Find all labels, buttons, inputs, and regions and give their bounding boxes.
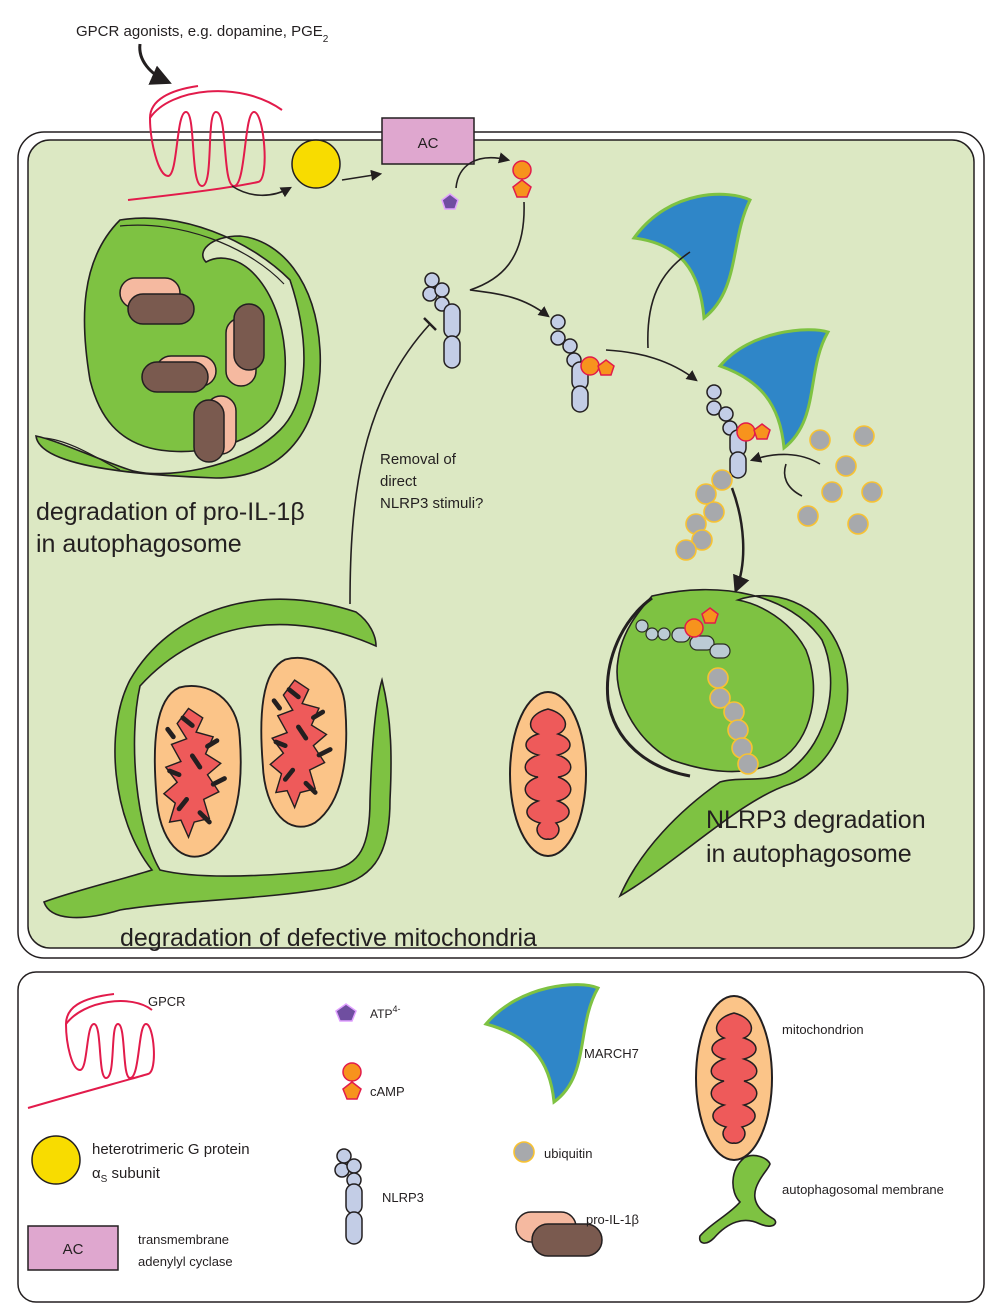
nlrp3-caption-2: in autophagosome [706, 840, 912, 868]
nlrp3-autophagosome [605, 588, 849, 898]
camp-to-nlrp3-arrow [469, 201, 550, 318]
pro-il1b-caption-1: degradation of pro-IL-1β [36, 498, 305, 526]
ubiquitin-degraded [707, 667, 759, 775]
camp-degraded [684, 607, 719, 638]
nlrp3-to-march7-arrow [605, 349, 698, 382]
legend-ac-icon [27, 1225, 119, 1271]
legend-g-protein-label-2: αS subunit [92, 1165, 161, 1185]
agonist-arrow [138, 43, 172, 85]
legend-ubiquitin-icon [513, 1141, 535, 1163]
legend-pro-il1b-icon [515, 1211, 603, 1257]
free-ubiquitin [797, 425, 883, 535]
adenylyl-cyclase [381, 117, 475, 165]
legend-autophagosomal-membrane-icon [698, 1154, 777, 1244]
mito-caption: degradation of defective mitochondria [120, 924, 537, 952]
legend-pro-il1b-label: pro-IL-1β [586, 1212, 639, 1227]
march7-top [631, 192, 753, 321]
legend-march7-label: MARCH7 [584, 1046, 639, 1061]
g-protein-alpha-s [291, 139, 341, 189]
ubiquitin-chain [675, 469, 733, 561]
gprotein-to-ac-arrow [341, 169, 383, 181]
removal-label-2: direct [380, 473, 418, 490]
pro-il1b-autophagosome [35, 217, 322, 479]
removal-label-3: NLRP3 stimuli? [380, 495, 483, 512]
legend-gpcr-label: GPCR [148, 994, 186, 1009]
atp-to-camp-arrow [455, 152, 511, 189]
camp-molecule [512, 160, 532, 198]
legend-gpcr-icon [27, 993, 155, 1109]
healthy-mitochondrion [508, 690, 588, 858]
legend-autophagosomal-membrane-label: autophagosomal membrane [782, 1182, 944, 1197]
legend-camp-label: cAMP [370, 1084, 405, 1099]
svg-text:GPCR agonists, e.g. dopamine,: GPCR agonists, e.g. dopamine, PGE2 [76, 23, 329, 45]
camp-bound-3 [736, 422, 771, 442]
legend-mitochondrion-icon [694, 994, 774, 1162]
legend-ubiquitin-label: ubiquitin [544, 1146, 592, 1161]
legend-nlrp3-label: NLRP3 [382, 1190, 424, 1205]
inhibition-line [349, 323, 431, 605]
nlrp3-caption-1: NLRP3 degradation [706, 806, 926, 834]
legend-mitochondrion-label: mitochondrion [782, 1022, 864, 1037]
legend-atp-icon [335, 1003, 357, 1022]
legend-camp-icon [342, 1062, 362, 1100]
legend-march7-icon [483, 983, 601, 1105]
march7-bound [717, 328, 831, 451]
pro-il1b-caption-2: in autophagosome [36, 530, 242, 558]
legend-nlrp3-icon [334, 1148, 363, 1245]
ac-label: AC [418, 135, 439, 152]
nlrp3-camp-bound [550, 314, 589, 413]
march7-recruit-line [647, 251, 691, 349]
inhibition-bar [423, 317, 437, 331]
damaged-mitochondrion-1 [155, 686, 241, 857]
nlrp3-inactive [422, 272, 461, 369]
gpcr-top-curve [149, 90, 283, 119]
ubiquitin-arrow-tail [783, 463, 803, 497]
damaged-mitochondrion-2 [261, 658, 346, 827]
removal-label-1: Removal of [380, 451, 457, 468]
legend-g-protein-icon [31, 1135, 81, 1185]
atp-molecule [441, 193, 459, 210]
to-autophagosome-arrow [730, 487, 750, 594]
camp-bound-2 [580, 356, 615, 376]
ubiquitin-arrow [749, 451, 821, 465]
pro-il1b-molecules [119, 277, 265, 463]
gpcr-to-gprotein-arrow [231, 185, 292, 198]
legend-ac-label-1: transmembrane [138, 1232, 229, 1247]
legend-atp-label: ATP4- [370, 1004, 400, 1021]
gpcr-agonists-label: GPCR agonists, e.g. dopamine, PGE2 [76, 23, 329, 45]
legend-ac-label-2: adenylyl cyclase [138, 1254, 233, 1269]
legend-g-protein-label-1: heterotrimeric G protein [92, 1141, 250, 1158]
legend-ac-box-label: AC [63, 1241, 84, 1258]
mitochondria-autophagosome [42, 598, 392, 919]
nlrp3-degraded [635, 619, 731, 659]
gpcr-receptor [127, 85, 266, 201]
